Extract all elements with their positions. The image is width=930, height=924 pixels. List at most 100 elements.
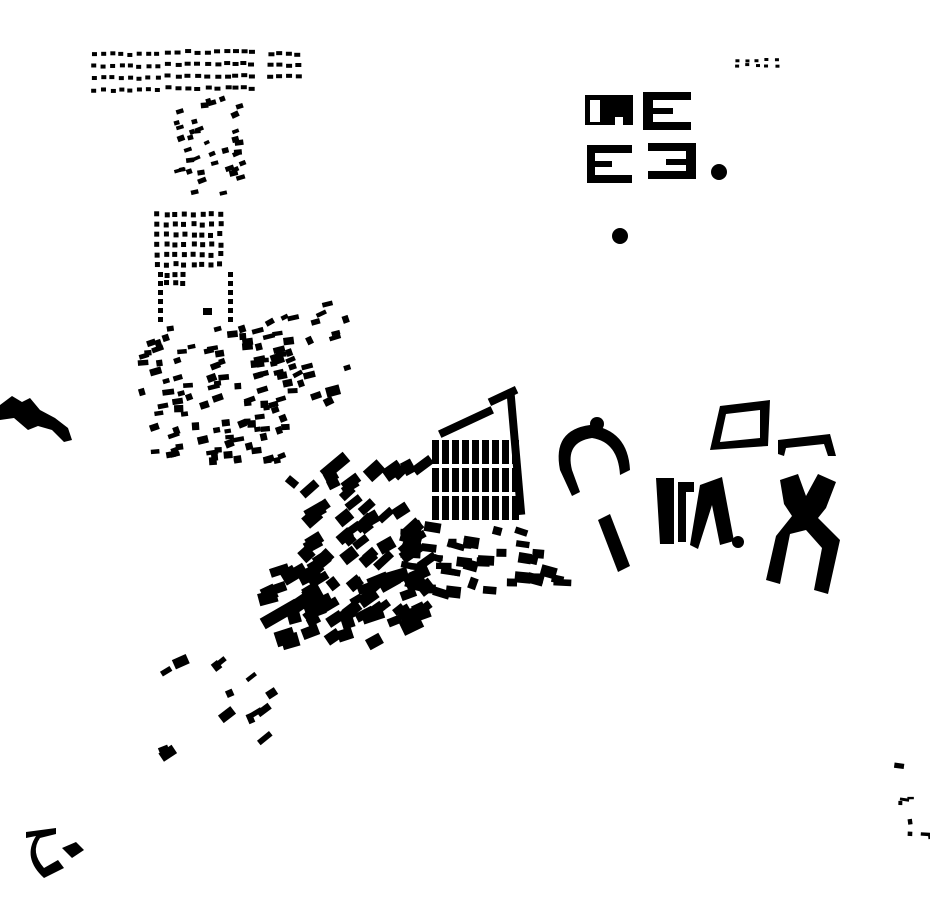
house bbox=[288, 362, 297, 371]
house bbox=[100, 64, 106, 69]
house bbox=[194, 129, 201, 134]
old-town-building bbox=[446, 567, 462, 577]
house bbox=[213, 380, 222, 387]
house bbox=[154, 338, 163, 348]
house bbox=[272, 330, 283, 337]
old-town-building bbox=[360, 606, 386, 625]
old-town-building bbox=[452, 496, 459, 520]
house bbox=[158, 281, 163, 286]
house bbox=[234, 139, 244, 146]
house bbox=[205, 61, 212, 66]
house bbox=[264, 317, 275, 327]
house bbox=[270, 405, 280, 414]
old-town-building bbox=[319, 451, 351, 481]
building bbox=[898, 800, 903, 806]
old-town-building bbox=[462, 468, 469, 492]
house bbox=[172, 242, 178, 248]
building bbox=[159, 665, 173, 677]
house bbox=[172, 426, 181, 436]
house bbox=[775, 64, 780, 68]
house bbox=[154, 252, 160, 258]
building bbox=[245, 712, 256, 725]
house bbox=[764, 64, 769, 68]
house bbox=[163, 231, 169, 237]
house bbox=[191, 422, 200, 431]
house bbox=[184, 73, 191, 78]
old-town-building bbox=[472, 468, 479, 492]
old-town-building bbox=[296, 563, 322, 586]
house bbox=[251, 326, 264, 335]
house bbox=[735, 64, 740, 68]
house bbox=[175, 443, 184, 451]
building bbox=[907, 818, 913, 825]
house bbox=[100, 87, 106, 92]
old-town-building bbox=[550, 574, 565, 585]
old-town-building bbox=[335, 527, 355, 546]
old-town-building bbox=[492, 440, 499, 464]
house bbox=[745, 59, 750, 63]
house bbox=[204, 74, 211, 79]
old-town-building bbox=[423, 521, 442, 534]
house bbox=[187, 134, 194, 141]
old-town-building bbox=[381, 459, 405, 482]
house bbox=[154, 262, 160, 268]
house bbox=[158, 299, 163, 304]
house bbox=[149, 366, 163, 377]
old-town-building bbox=[357, 498, 376, 516]
house bbox=[296, 379, 305, 388]
house bbox=[241, 49, 248, 54]
old-town-building bbox=[492, 496, 499, 520]
old-town-building bbox=[492, 468, 499, 492]
old-town-building bbox=[462, 440, 469, 464]
house bbox=[207, 99, 217, 107]
house bbox=[248, 49, 255, 54]
old-town-building bbox=[502, 440, 509, 464]
old-town-building bbox=[370, 573, 389, 591]
house bbox=[224, 164, 235, 173]
house bbox=[214, 49, 221, 54]
old-town-building bbox=[438, 406, 494, 438]
house bbox=[248, 86, 255, 91]
house bbox=[208, 211, 214, 217]
house bbox=[267, 74, 274, 79]
house bbox=[210, 160, 219, 166]
house bbox=[181, 252, 187, 258]
old-town-building bbox=[325, 476, 341, 491]
house bbox=[221, 418, 231, 427]
old-town-building bbox=[362, 459, 386, 483]
old-town-building bbox=[386, 614, 403, 628]
house bbox=[161, 333, 170, 343]
house bbox=[145, 87, 151, 92]
house bbox=[213, 325, 222, 333]
old-town-building bbox=[300, 623, 321, 641]
old-town-building bbox=[280, 631, 301, 651]
old-town-building bbox=[408, 533, 423, 547]
house bbox=[218, 211, 224, 217]
house bbox=[268, 400, 279, 409]
house bbox=[278, 413, 288, 423]
old-town-building bbox=[299, 479, 320, 499]
old-town-building bbox=[411, 455, 435, 476]
building-block-a bbox=[656, 477, 734, 549]
old-town-building bbox=[442, 468, 449, 492]
house bbox=[191, 241, 197, 247]
old-town-building bbox=[259, 583, 279, 603]
old-town-building bbox=[432, 468, 439, 492]
house bbox=[174, 50, 181, 55]
old-town-building bbox=[352, 534, 370, 550]
house bbox=[764, 58, 769, 62]
house bbox=[262, 332, 276, 341]
house bbox=[199, 400, 210, 410]
building-courtyard bbox=[710, 400, 770, 450]
building-round-1 bbox=[711, 164, 727, 180]
old-town-building bbox=[482, 468, 489, 492]
old-town-building bbox=[477, 555, 495, 566]
house bbox=[163, 222, 169, 228]
house bbox=[199, 232, 205, 238]
house bbox=[175, 62, 182, 67]
house bbox=[190, 212, 196, 218]
house bbox=[182, 231, 188, 237]
house bbox=[163, 262, 169, 268]
old-town-building bbox=[345, 574, 365, 593]
building bbox=[256, 731, 273, 746]
